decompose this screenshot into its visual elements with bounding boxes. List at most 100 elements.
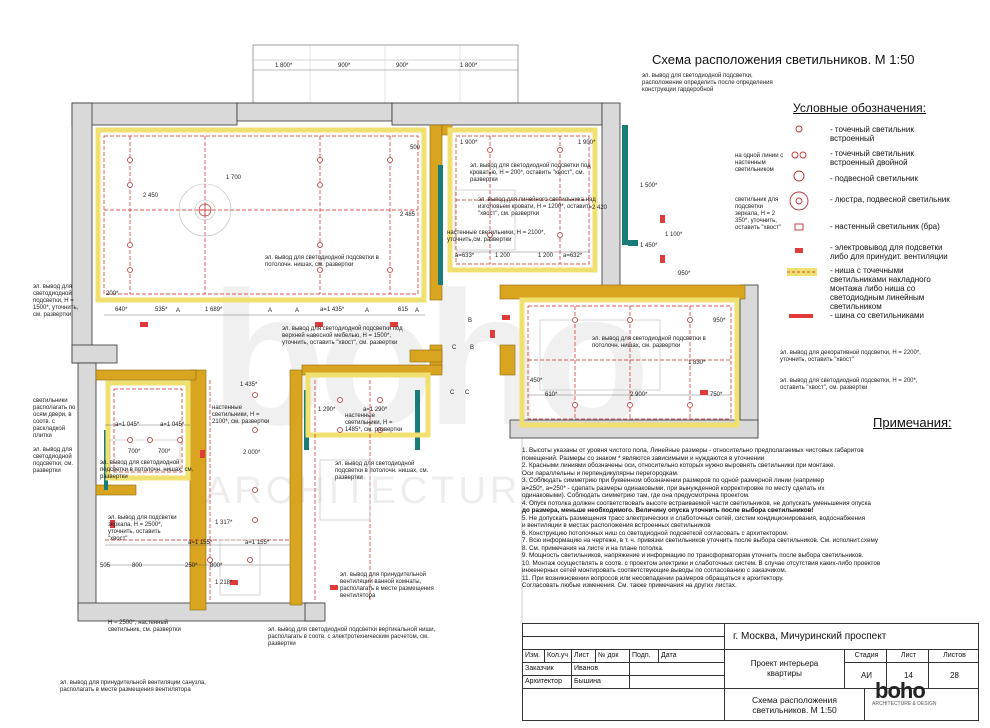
point-light-icon xyxy=(795,125,803,133)
note-line: помещений. Размеры со знаком * являются … xyxy=(522,454,765,462)
dim-label: а=1 155* xyxy=(188,540,213,546)
note-line: 6. Конструкцию потолочных ниш со светоди… xyxy=(522,529,789,537)
axis-letter: A xyxy=(295,308,300,314)
dim-label: 800* xyxy=(210,563,223,569)
dim-label: 700* xyxy=(158,449,171,455)
dim-label: 610* xyxy=(545,392,558,398)
track-icon xyxy=(789,314,813,318)
dim-label: 1 200 xyxy=(538,253,554,259)
note-line: Оси параллельны и перпендикулярны перего… xyxy=(522,469,679,477)
axis-lines xyxy=(103,135,732,600)
stamp-header: Дата xyxy=(659,650,725,663)
stamp-sheet-header: Лист xyxy=(887,650,929,663)
dim-label: а=1 045* xyxy=(115,422,140,428)
dim-label: а=1 155* xyxy=(245,540,270,546)
annotation-led-200: эл. вывод для светодиодной подсветки, Н … xyxy=(780,378,918,391)
title-block: Изм. Кол.уч Лист № док Подп. Дата Заказч… xyxy=(522,623,979,721)
legend-item: - настенный светильник (бра) xyxy=(830,222,940,231)
dim-label: 505 xyxy=(100,563,111,569)
watermark-text: ARCHITECTURE xyxy=(205,470,551,512)
annotation-bed-led: эл. вывод для светодиодной подсветки под… xyxy=(470,163,591,183)
dim-top-1: 1 800* xyxy=(275,63,293,69)
annotation-same-line: на одной линии с настенным светильником xyxy=(735,153,784,173)
stamp-stage-header: Стадия xyxy=(845,650,887,663)
dim-top-3: 900* xyxy=(396,63,409,69)
legend-item: - точечный светильник встроенный двойной xyxy=(830,149,914,167)
annotation-bath-niches: эл. вывод для светодиодной подсветки в п… xyxy=(100,460,194,480)
annotation-kitchen-led: эл. вывод для светодиодной подсветки под… xyxy=(282,326,403,346)
notes-title: Примечания: xyxy=(873,415,952,430)
stamp-header: № док xyxy=(596,650,630,663)
stamp-header: Кол.уч xyxy=(545,650,572,663)
stamp-name-customer: Иванов xyxy=(572,663,630,676)
dim-label: 1 700 xyxy=(226,175,242,181)
chandelier-legend-icon xyxy=(789,191,809,211)
annotation-bath-vent: эл. вывод для принудительной вентиляции … xyxy=(340,572,434,599)
annotation-wall-1485: настенные светильники, Н = 1485*, см. ра… xyxy=(345,413,403,433)
annotation-left-led: эл. вывод для светодиодной подсветки, Н … xyxy=(33,284,79,318)
stamp-header: Изм. xyxy=(523,650,545,663)
brand-logo: boho xyxy=(875,678,926,704)
note-line: 5. Не допускать размещения трасс электри… xyxy=(522,514,866,522)
dim-label: а=633* xyxy=(455,253,475,259)
axis-letter: C xyxy=(465,390,470,396)
double-light-icon xyxy=(791,151,799,159)
legend-item: - люстра, подвесной светильник xyxy=(830,195,950,204)
dimension-lines xyxy=(104,69,731,566)
annotation-living-niches: эл. вывод для светодиодной подсветки в п… xyxy=(265,255,379,268)
dim-label: 1 500* xyxy=(640,183,658,189)
dim-label: 1 218* xyxy=(215,580,233,586)
dim-label: 750* xyxy=(710,392,723,398)
stamp-sheet-title: Схема расположения светильников. М 1:50 xyxy=(725,689,865,720)
note-line: инженерных сетей монтировать соответству… xyxy=(522,567,787,574)
stamp-sheets: 28 xyxy=(929,663,978,689)
sconce-icon xyxy=(794,223,804,231)
dim-label: 450* xyxy=(530,378,543,384)
stamp-role-customer: Заказчик xyxy=(523,663,572,676)
chandelier-icon xyxy=(198,203,212,217)
ceiling-niches xyxy=(95,127,740,481)
dim-label: а=1 045* xyxy=(160,422,185,428)
note-line: 8. См. примечания на листе и на плане по… xyxy=(522,544,664,552)
annotation-corridor-niches: эл. вывод для светодиодной подсветки в п… xyxy=(335,461,429,481)
dim-label: 700* xyxy=(128,449,141,455)
stamp-header: Лист xyxy=(572,650,596,663)
annotation-wall-2500: Н = 2500*, настенный светильник, см. раз… xyxy=(108,620,181,633)
stamp-role-architect: Архитектор xyxy=(523,676,572,689)
notes-list: 1. Высоты указаны от уровня чистого пола… xyxy=(522,447,977,590)
legend-item: - точечный светильник встроенный xyxy=(830,125,914,143)
stamp-empty-row xyxy=(523,637,725,650)
legend-item: - подвесной светильник xyxy=(830,174,919,183)
dim-label: 2 450 xyxy=(143,193,159,199)
dim-label: 2 485 xyxy=(400,212,416,218)
dim-label: а=632* xyxy=(563,253,583,259)
note-line: 2. Красными линиями обозначены оси, отно… xyxy=(522,462,836,469)
stamp-sheet: 14 xyxy=(887,663,929,689)
annotation-decor-led: эл. вывод для декоративной подсветки, Н … xyxy=(780,350,921,363)
axis-letter: A xyxy=(268,308,273,314)
dim-label: 1 290* xyxy=(318,407,336,413)
note-line: 9. Мощность светильников, напряжение и и… xyxy=(522,552,864,559)
dim-label: 1 450* xyxy=(640,243,658,249)
annotation-vertical-niche: эл. вывод для светодиодной подсветки вер… xyxy=(268,627,436,647)
dim-label: 1 900* xyxy=(460,140,478,146)
furniture xyxy=(109,183,661,596)
balcony-outline xyxy=(252,44,519,104)
stamp-empty xyxy=(523,689,725,720)
dim-label: 535* xyxy=(155,307,168,313)
annotation-led-left: эл. вывод для светодиодной подсветки, см… xyxy=(33,447,74,474)
dim-label: 2 000* xyxy=(243,450,261,456)
pendant-light-icon xyxy=(793,170,805,182)
dim-label: 1 830* xyxy=(688,360,706,366)
axis-letter: A xyxy=(415,308,420,314)
annotation-wall-2100: настенные светильники, Н = 2100*, см. ра… xyxy=(212,405,270,425)
stamp-project: Проект интерьера квартиры xyxy=(725,650,845,689)
dim-label: 800 xyxy=(132,563,143,569)
axis-letter: B xyxy=(470,345,475,351)
stamp-empty xyxy=(630,663,725,676)
dim-label: 1 200 xyxy=(495,253,511,259)
annotation-bed-linear: эл. вывод для линейного светильника над … xyxy=(478,197,596,217)
annotation-wall-lights-bedroom: настенные светильники, Н = 2100*, уточни… xyxy=(447,230,546,243)
dim-label: 950* xyxy=(713,318,726,324)
